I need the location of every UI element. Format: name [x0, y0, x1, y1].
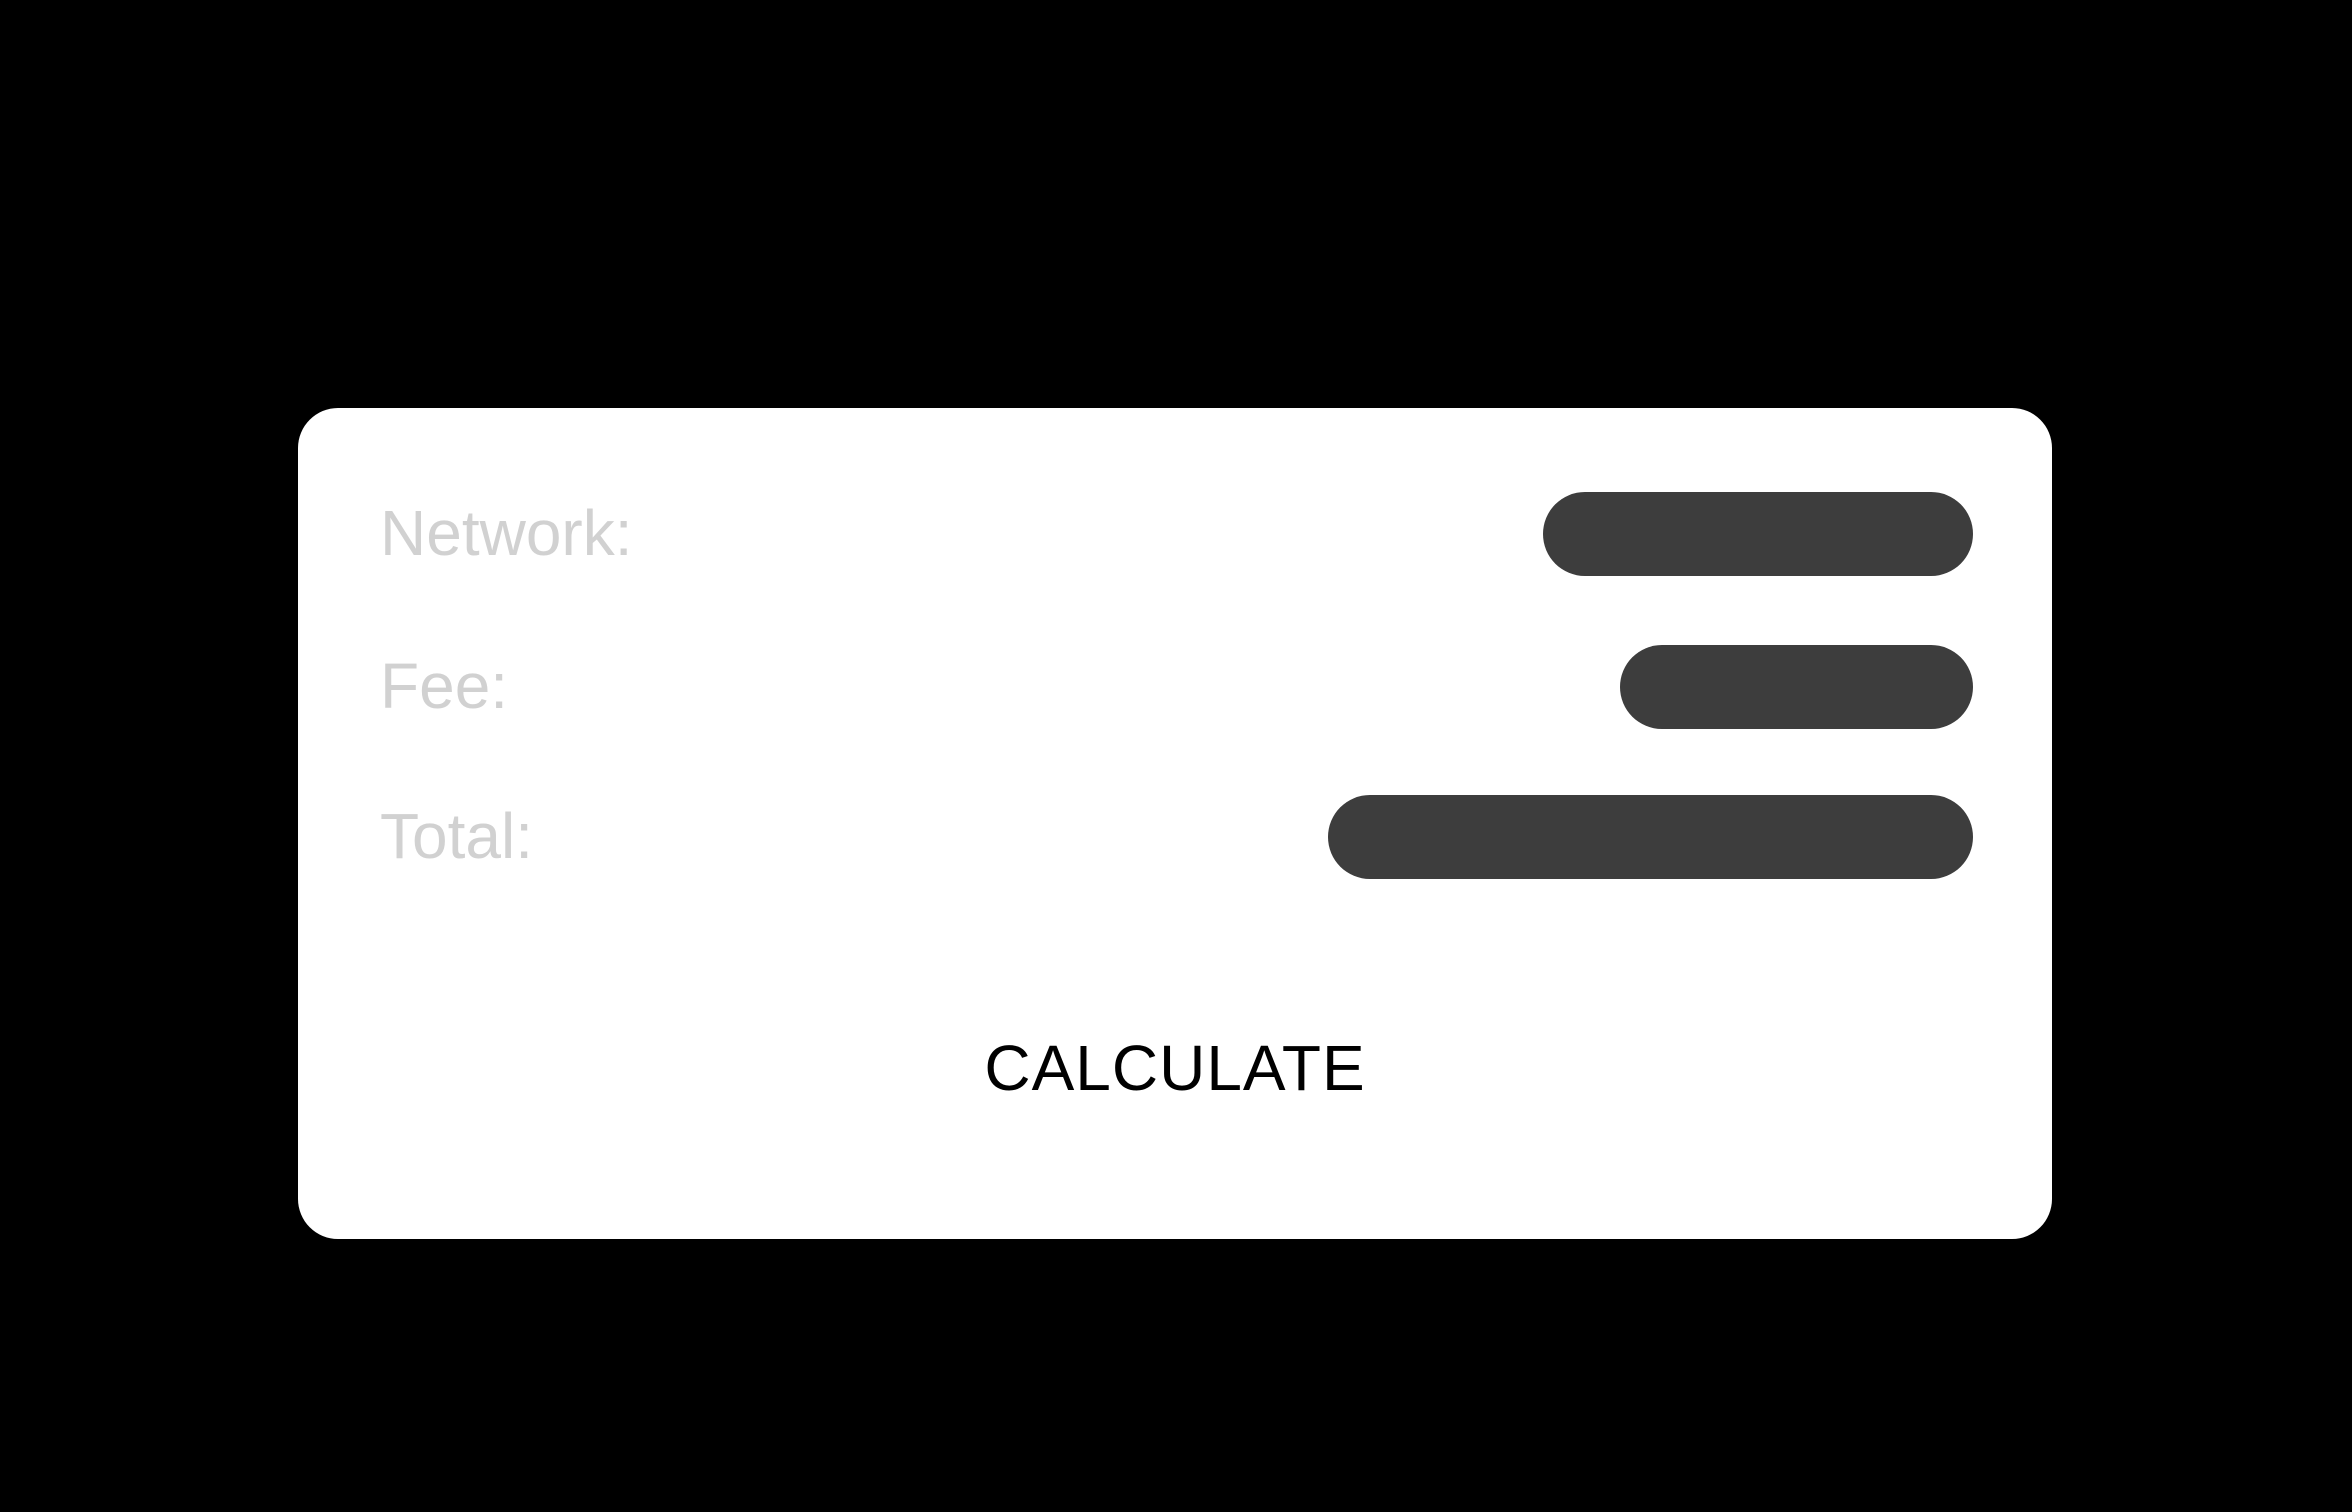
calculate-button[interactable]: CALCULATE [984, 1032, 1366, 1104]
network-value-placeholder [1543, 492, 1973, 576]
total-value-placeholder [1328, 795, 1973, 879]
fee-calculator-card: Network: Fee: Total: CALCULATE [298, 408, 2052, 1239]
fee-label: Fee: [380, 650, 509, 722]
total-label: Total: [380, 800, 533, 872]
network-label: Network: [380, 497, 633, 569]
fee-value-placeholder [1620, 645, 1973, 729]
